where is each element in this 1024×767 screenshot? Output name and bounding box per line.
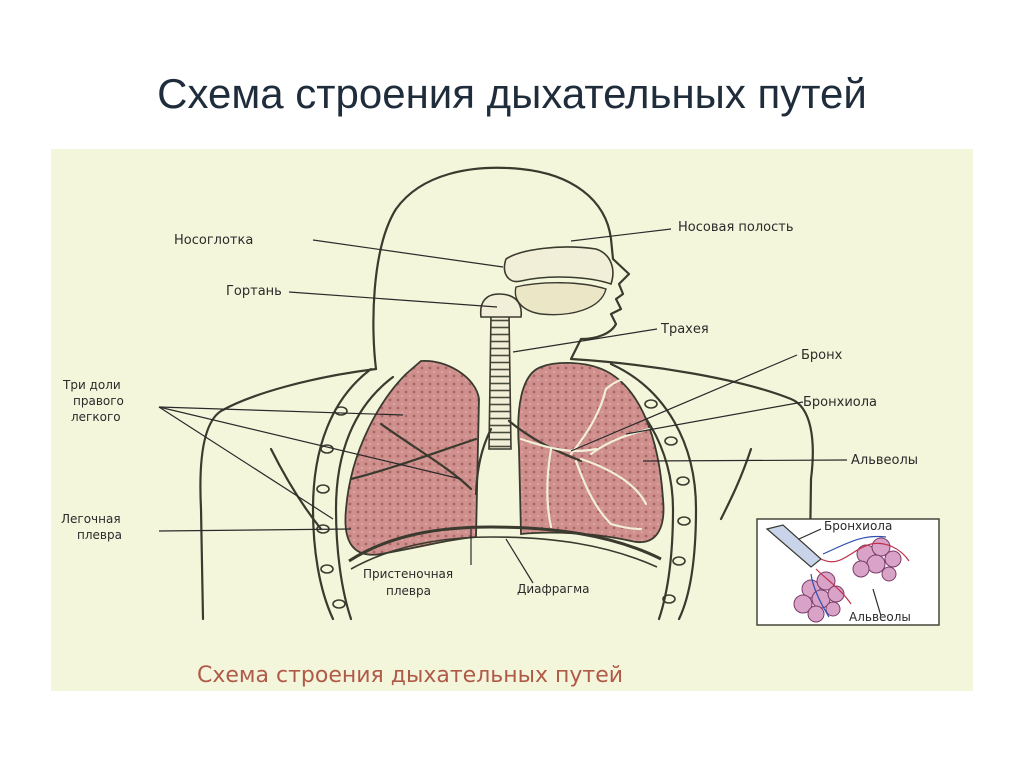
inset-label-bronchiole: Бронхиола	[824, 519, 892, 533]
trachea	[488, 313, 512, 450]
label-pulmonary-pleura-1: Легочная	[61, 512, 121, 526]
bronchus-left	[507, 419, 583, 463]
right-lung-fissure	[349, 422, 478, 491]
rib-sections	[316, 399, 691, 609]
rib-wall-left	[311, 367, 373, 621]
label-nasopharynx: Носоглотка	[174, 233, 253, 248]
leader-lines	[158, 228, 848, 584]
rib-wall-right	[609, 362, 698, 621]
bronchus-right	[474, 427, 493, 496]
inset-capillaries	[815, 542, 910, 605]
left-arm-outline	[269, 447, 323, 531]
oral-cavity	[514, 282, 607, 316]
respiratory-diagram: Носоглотка Носовая полость Гортань Трахе…	[51, 149, 973, 691]
label-bronchiole: Бронхиола	[803, 395, 877, 410]
label-three-lobes-3: легкого	[71, 410, 121, 424]
right-lung	[344, 360, 480, 556]
label-parietal-pleura-1: Пристеночная	[363, 567, 453, 581]
body-outline-left	[199, 367, 378, 621]
diaphragm-inner	[350, 536, 658, 570]
diaphragm	[348, 525, 662, 563]
inset-label-alveoli: Альвеолы	[849, 610, 911, 624]
inset-alveoli: Бронхиола Альвеолы	[756, 518, 940, 626]
nasal-cavity	[503, 246, 614, 286]
label-diaphragm: Диафрагма	[517, 582, 589, 596]
label-nasal-cavity: Носовая полость	[678, 220, 794, 235]
label-three-lobes-1: Три доли	[62, 378, 121, 392]
inset-capillaries-blue	[810, 535, 887, 618]
slide-title: Схема строения дыхательных путей	[157, 70, 867, 117]
label-larynx: Гортань	[226, 284, 282, 299]
label-three-lobes-2: правого	[73, 394, 124, 408]
label-alveoli: Альвеолы	[851, 453, 918, 468]
inset-frame	[756, 518, 940, 626]
label-pulmonary-pleura-2: плевра	[77, 528, 122, 542]
diagram-caption: Схема строения дыхательных путей	[197, 663, 623, 688]
left-lung	[517, 362, 665, 544]
label-trachea: Трахея	[660, 322, 709, 337]
inset-leader-bronchiole	[798, 528, 822, 540]
rib-wall-left-inner	[334, 375, 395, 621]
inset-leader-alveoli	[872, 588, 882, 617]
larynx	[479, 293, 523, 318]
bronchial-tree	[519, 378, 651, 531]
right-arm-outline	[719, 447, 753, 521]
body-outline	[372, 166, 814, 621]
label-parietal-pleura-2: плевра	[386, 584, 431, 598]
label-bronchus: Бронх	[801, 348, 843, 363]
inset-alveoli-cluster	[793, 537, 902, 623]
